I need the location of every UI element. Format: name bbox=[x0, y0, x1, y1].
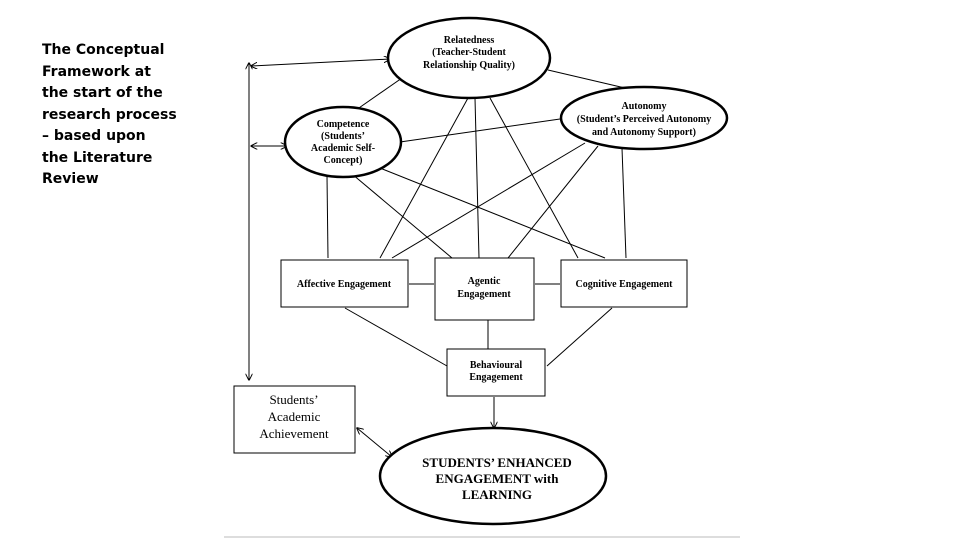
line-relatedness-agentic bbox=[474, 97, 480, 259]
agentic-label-1: Agentic bbox=[468, 276, 501, 287]
competence-ellipse bbox=[283, 105, 403, 179]
autonomy-label-2: (Student’s Perceived Autonomy bbox=[577, 114, 711, 125]
line-competence-agentic bbox=[351, 173, 453, 259]
line-relatedness-affective bbox=[379, 97, 469, 259]
enhanced-label-1: STUDENTS’ ENHANCED bbox=[422, 455, 572, 470]
agentic-label-2: Engagement bbox=[457, 289, 511, 300]
achievement-label-3: Achievement bbox=[259, 426, 329, 441]
node-autonomy: Autonomy (Student’s Perceived Autonomy a… bbox=[559, 85, 729, 151]
competence-label-1: Competence bbox=[317, 119, 370, 130]
arrow-achievement-enhanced bbox=[357, 428, 392, 457]
behavioural-label-1: Behavioural bbox=[470, 360, 522, 371]
behavioural-label-2: Engagement bbox=[469, 372, 523, 383]
affective-label: Affective Engagement bbox=[297, 279, 392, 290]
node-cognitive-engagement: Cognitive Engagement bbox=[560, 259, 688, 308]
relatedness-label-3: Relationship Quality) bbox=[423, 60, 515, 71]
node-relatedness: Relatedness (Teacher-Student Relationshi… bbox=[386, 16, 552, 100]
line-cognitive-behavioural bbox=[546, 307, 613, 367]
line-competence-autonomy bbox=[399, 118, 561, 143]
node-behavioural-engagement: Behavioural Engagement bbox=[446, 348, 546, 397]
framework-title: The Conceptual Framework at the start of… bbox=[42, 42, 177, 187]
line-autonomy-agentic bbox=[507, 145, 599, 259]
agentic-box bbox=[434, 257, 535, 321]
connector-lines bbox=[249, 59, 627, 457]
competence-label-4: Concept) bbox=[324, 155, 363, 166]
autonomy-label-1: Autonomy bbox=[621, 101, 666, 112]
affective-box bbox=[280, 259, 409, 308]
line-autonomy-cognitive bbox=[621, 147, 627, 259]
enhanced-ellipse bbox=[378, 426, 608, 526]
cognitive-box bbox=[560, 259, 688, 308]
line-affective-behavioural bbox=[344, 307, 448, 367]
node-enhanced-engagement: STUDENTS’ ENHANCED ENGAGEMENT with LEARN… bbox=[378, 426, 608, 526]
line-competence-cognitive bbox=[374, 165, 606, 259]
node-academic-achievement: Students’ Academic Achievement bbox=[233, 385, 356, 454]
line-competence-affective bbox=[326, 175, 329, 259]
relatedness-label-2: (Teacher-Student bbox=[432, 47, 506, 58]
relatedness-ellipse bbox=[386, 16, 552, 100]
line-autonomy-affective bbox=[391, 142, 586, 259]
autonomy-ellipse bbox=[559, 85, 729, 151]
arrow-feedback-relatedness bbox=[251, 59, 390, 66]
node-competence: Competence (Students’ Academic Self- Con… bbox=[283, 105, 403, 179]
relatedness-label-1: Relatedness bbox=[444, 35, 495, 46]
enhanced-label-2: ENGAGEMENT with bbox=[436, 471, 560, 486]
line-relatedness-cognitive bbox=[489, 97, 579, 259]
autonomy-label-3: and Autonomy Support) bbox=[592, 127, 696, 138]
enhanced-label-3: LEARNING bbox=[462, 487, 532, 502]
node-affective-engagement: Affective Engagement bbox=[280, 259, 409, 308]
node-agentic-engagement: Agentic Engagement bbox=[434, 257, 535, 321]
line-relatedness-competence bbox=[355, 77, 403, 111]
behavioural-box bbox=[446, 348, 546, 397]
competence-label-3: Academic Self- bbox=[311, 143, 375, 154]
achievement-box bbox=[233, 385, 356, 454]
line-relatedness-autonomy bbox=[547, 69, 626, 89]
competence-label-2: (Students’ bbox=[321, 131, 365, 142]
achievement-label-1: Students’ bbox=[269, 392, 318, 407]
cognitive-label: Cognitive Engagement bbox=[576, 279, 674, 290]
achievement-label-2: Academic bbox=[268, 409, 321, 424]
